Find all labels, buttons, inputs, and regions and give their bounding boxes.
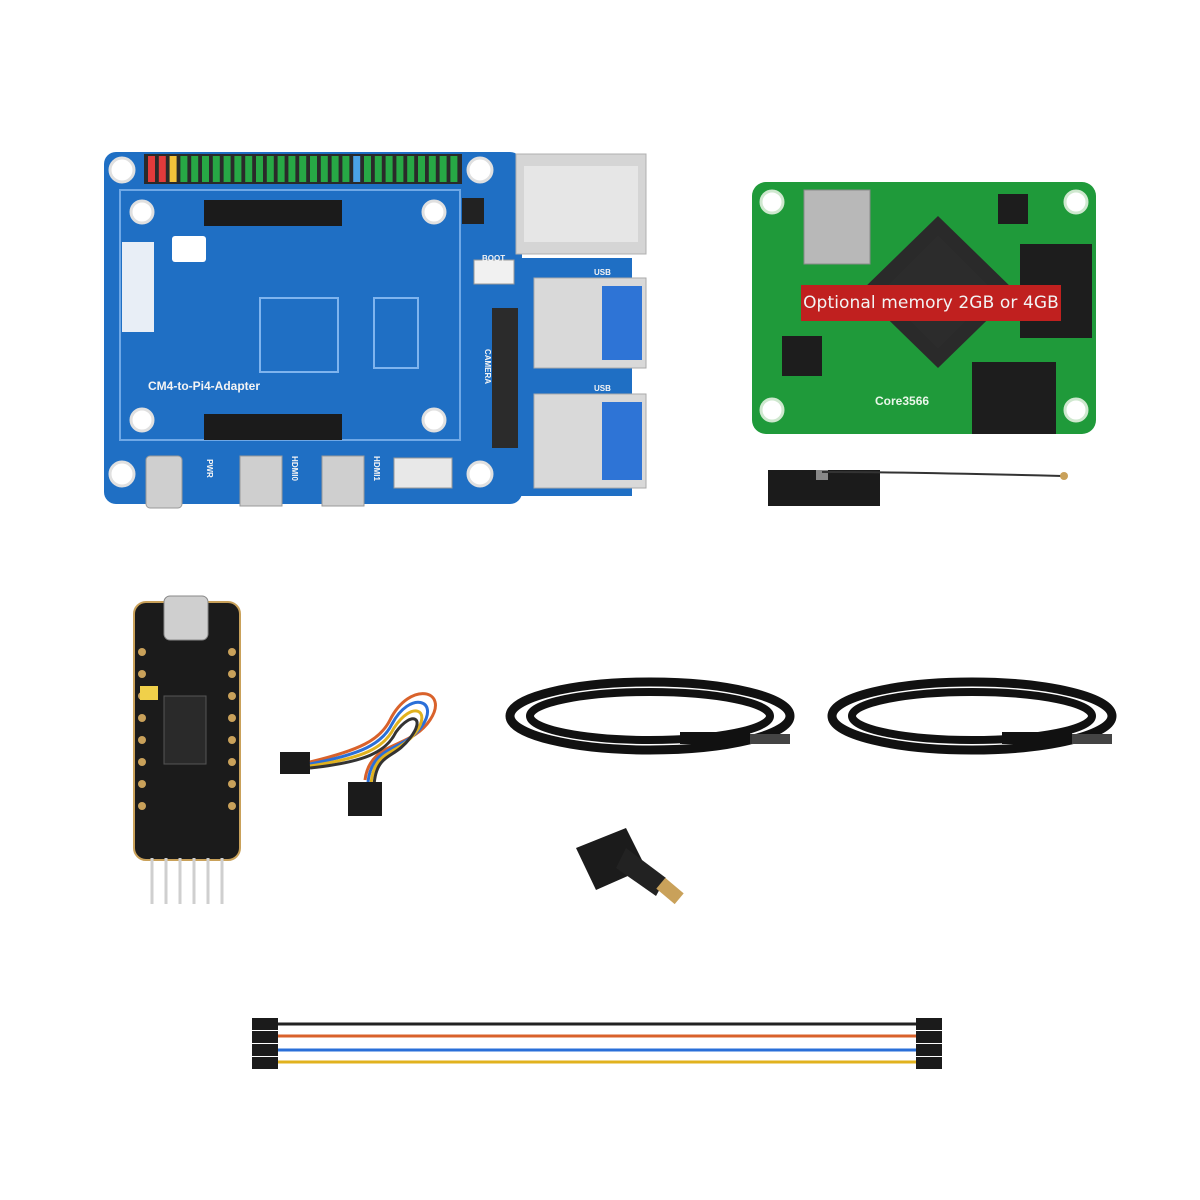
usb-label-bottom: USB bbox=[594, 384, 611, 393]
adapter-board-title: CM4-to-Pi4-Adapter bbox=[148, 379, 261, 393]
usb-uart-module bbox=[120, 592, 252, 912]
dupont-jumper-graphic bbox=[280, 692, 437, 816]
hdmi1-label: HDMI1 bbox=[371, 456, 381, 481]
adapter-board bbox=[100, 148, 652, 510]
pwr-label: PWR bbox=[204, 459, 214, 478]
boot-label: BOOT bbox=[482, 254, 506, 263]
memory-option-note: Optional memory 2GB or 4GB bbox=[801, 285, 1061, 321]
wifi-antenna-graphic bbox=[768, 470, 1068, 506]
micro-hdmi-adapter-graphic bbox=[576, 828, 684, 905]
usb-cable-1-graphic bbox=[505, 677, 795, 755]
micro-hdmi-adapter bbox=[566, 818, 692, 918]
dupont-jumper-bundle bbox=[270, 670, 450, 820]
jumper-wires bbox=[244, 1014, 950, 1076]
usb-label-top: USB bbox=[594, 268, 611, 277]
wifi-antenna bbox=[762, 462, 1082, 514]
usb-uart-graphic bbox=[133, 595, 241, 904]
usb-cable-1 bbox=[500, 670, 810, 770]
jumper-wires-graphic bbox=[252, 1018, 942, 1069]
hdmi0-label: HDMI0 bbox=[289, 456, 299, 481]
core-module-title: Core3566 bbox=[875, 394, 930, 408]
usb-cable-2 bbox=[822, 670, 1132, 770]
adapter-board-graphic bbox=[104, 152, 647, 509]
usb-cable-2-graphic bbox=[827, 677, 1117, 755]
camera-label: CAMERA bbox=[483, 348, 493, 385]
